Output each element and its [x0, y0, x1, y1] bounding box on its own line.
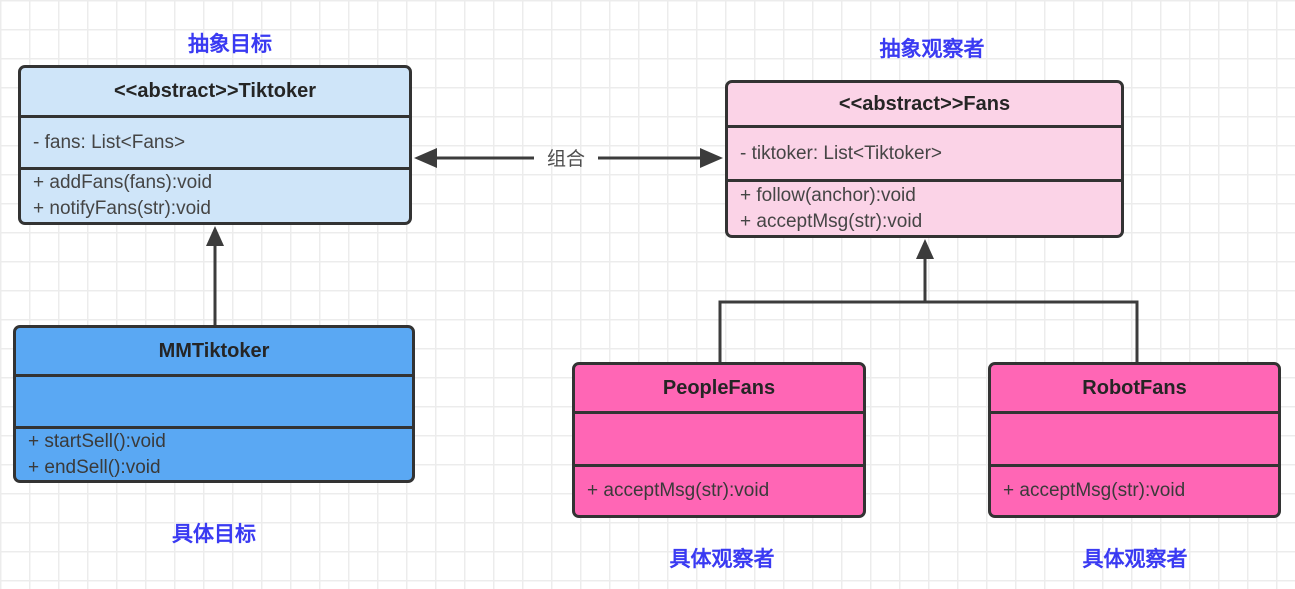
class-method: + endSell():void — [28, 457, 161, 478]
annotation-abstract-observer: 抽象观察者 — [879, 38, 985, 61]
class-attribute: - fans: List<Fans> — [33, 131, 186, 153]
annotation-abstract-subject: 抽象目标 — [188, 33, 272, 56]
class-methods-section: + acceptMsg(str):void — [991, 467, 1278, 515]
class-title: RobotFans — [991, 365, 1278, 414]
class-robotfans[interactable]: RobotFans + acceptMsg(str):void — [988, 362, 1281, 518]
class-title: PeopleFans — [575, 365, 863, 414]
annotation-concrete-observer-left: 具体观察者 — [669, 548, 775, 571]
annotation-concrete-observer-right: 具体观察者 — [1082, 548, 1188, 571]
class-attribute: - tiktoker: List<Tiktoker> — [740, 142, 943, 164]
class-methods-section: + addFans(fans):void + notifyFans(str):v… — [21, 170, 409, 222]
class-attributes-section — [575, 414, 863, 467]
class-method: + follow(anchor):void — [740, 184, 916, 206]
class-methods-section: + follow(anchor):void + acceptMsg(str):v… — [728, 182, 1121, 235]
class-attributes-section — [991, 414, 1278, 467]
class-method: + addFans(fans):void — [33, 172, 213, 193]
composition-arrow-tiktoker-fans[interactable] — [414, 148, 723, 168]
class-abstract-fans[interactable]: <<abstract>>Fans - tiktoker: List<Tiktok… — [725, 80, 1124, 238]
class-method: + startSell():void — [28, 431, 166, 452]
class-method: + acceptMsg(str):void — [1003, 480, 1186, 501]
class-attributes-section: - fans: List<Fans> — [21, 118, 409, 170]
class-title: <<abstract>>Tiktoker — [21, 68, 409, 118]
class-method: + acceptMsg(str):void — [587, 480, 770, 501]
class-methods-section: + startSell():void + endSell():void — [16, 429, 412, 480]
class-attributes-section: - tiktoker: List<Tiktoker> — [728, 128, 1121, 182]
class-title: MMTiktoker — [16, 328, 412, 377]
class-attributes-section — [16, 377, 412, 429]
composition-label: 组合 — [546, 149, 585, 170]
class-title: <<abstract>>Fans — [728, 83, 1121, 128]
inheritance-arrow-mmtiktoker-to-tiktoker[interactable] — [206, 226, 224, 326]
class-method: + acceptMsg(str):void — [740, 210, 923, 232]
class-peoplefans[interactable]: PeopleFans + acceptMsg(str):void — [572, 362, 866, 518]
class-abstract-tiktoker[interactable]: <<abstract>>Tiktoker - fans: List<Fans> … — [18, 65, 412, 225]
class-method: + notifyFans(str):void — [33, 198, 211, 219]
class-methods-section: + acceptMsg(str):void — [575, 467, 863, 515]
annotation-concrete-subject: 具体目标 — [172, 523, 256, 546]
inheritance-connector-fans-subclasses[interactable] — [718, 239, 1139, 363]
class-mmtiktoker[interactable]: MMTiktoker + startSell():void + endSell(… — [13, 325, 415, 483]
